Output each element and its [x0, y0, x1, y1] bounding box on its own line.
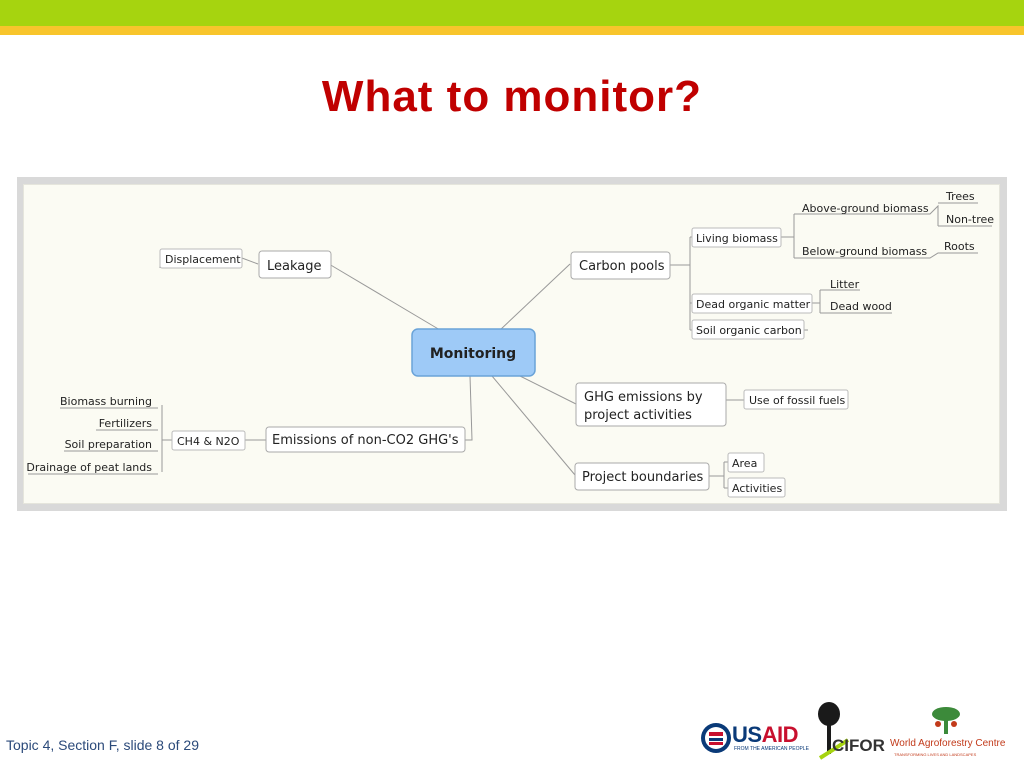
cifor-logo: CIFOR [832, 736, 885, 755]
biomass-burning-label: Biomass burning [60, 395, 152, 408]
non-tree-label: Non-tree [946, 213, 994, 226]
area-box [727, 452, 765, 473]
slide-footer: Topic 4, Section F, slide 8 of 29 [6, 737, 199, 753]
non-co2-node-box [265, 426, 466, 453]
ch4-label: CH4 & N2O [177, 435, 240, 448]
top-green-bar [0, 0, 1024, 26]
fossil-fuels-box [743, 389, 849, 410]
connector-boundaries [491, 375, 576, 476]
wac-logo: World Agroforestry Centre [890, 738, 1006, 749]
living-biomass-box [691, 227, 782, 248]
trees-label: Trees [945, 190, 975, 203]
soil-organic-label: Soil organic carbon [696, 324, 802, 337]
displacement-node-box [159, 248, 243, 269]
top-yellow-bar [0, 26, 1024, 35]
slide-title: What to monitor? [321, 72, 703, 121]
soil-preparation-label: Soil preparation [65, 438, 152, 451]
connector-ghg [519, 375, 577, 405]
carbon-pools-node-box [570, 251, 671, 280]
usaid-seal-icon [701, 723, 731, 753]
fertilizers-label: Fertilizers [99, 417, 153, 430]
usaid-tagline: FROM THE AMERICAN PEOPLE [734, 746, 809, 752]
soil-organic-box [691, 319, 805, 340]
activities-box [727, 477, 786, 498]
fossil-fuels-label: Use of fossil fuels [749, 394, 845, 407]
ghg-node-line1: GHG emissions by [584, 390, 703, 405]
central-node-label: Monitoring [430, 346, 516, 362]
displacement-node-label: Displacement [165, 253, 241, 266]
ch4-box [171, 430, 246, 451]
leakage-node-label: Leakage [267, 259, 322, 274]
usaid-logo-us: US [732, 722, 762, 747]
area-label: Area [732, 457, 757, 470]
roots-label: Roots [944, 240, 975, 253]
connector-leakage [328, 263, 441, 331]
wac-tagline: TRANSFORMING LIVES AND LANDSCAPES [894, 752, 977, 757]
litter-label: Litter [830, 278, 860, 291]
drainage-label: Drainage of peat lands [26, 461, 152, 474]
leakage-node-box [258, 250, 332, 279]
usaid-logo-aid: AID [761, 722, 799, 747]
dead-organic-box [691, 293, 813, 314]
usaid-logo: USAID [732, 722, 798, 748]
connector-carbon-children [670, 237, 691, 330]
ghg-node-line2: project activities [584, 408, 692, 423]
connector-carbon-pools [499, 263, 571, 331]
dead-wood-label: Dead wood [830, 300, 892, 313]
boundaries-node-label: Project boundaries [582, 470, 703, 485]
boundaries-node-box [574, 462, 710, 491]
non-co2-node-label: Emissions of non-CO2 GHG's [272, 433, 459, 448]
partner-logos: USAID FROM THE AMERICAN PEOPLE CIFOR Wor… [698, 700, 1018, 762]
living-biomass-label: Living biomass [696, 232, 778, 245]
ghg-node-box [575, 382, 727, 427]
wac-tree-icon [932, 707, 960, 734]
above-ground-label: Above-ground biomass [802, 202, 929, 215]
central-node-box [411, 328, 536, 377]
mindmap-panel [17, 177, 1007, 511]
connector-non-co2 [465, 375, 473, 441]
below-ground-label: Below-ground biomass [802, 245, 927, 258]
dead-organic-label: Dead organic matter [696, 298, 811, 311]
carbon-pools-node-label: Carbon pools [579, 259, 665, 274]
activities-label: Activities [732, 482, 782, 495]
cifor-tree-icon [818, 702, 850, 760]
